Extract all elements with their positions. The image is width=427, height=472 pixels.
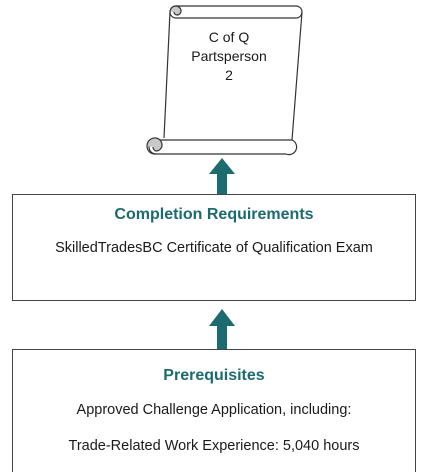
prerequisites-title: Prerequisites: [163, 367, 265, 384]
prerequisites-line-1: Approved Challenge Application, includin…: [76, 402, 352, 418]
completion-requirements-box: Completion Requirements SkilledTradesBC …: [12, 194, 416, 301]
prerequisites-box: Prerequisites Approved Challenge Applica…: [12, 349, 416, 472]
completion-title: Completion Requirements: [114, 206, 314, 223]
scroll-line-2: Partsperson: [191, 48, 267, 64]
completion-body: SkilledTradesBC Certificate of Qualifica…: [55, 240, 373, 256]
up-arrow-icon: [209, 158, 235, 194]
scroll-line-1: C of Q: [208, 29, 250, 45]
scroll-line-3: 2: [225, 67, 233, 83]
up-arrow-icon: [209, 309, 235, 349]
prerequisites-line-2: Trade-Related Work Experience: 5,040 hou…: [68, 438, 360, 454]
scroll-label: C of Q Partsperson 2: [170, 28, 288, 85]
